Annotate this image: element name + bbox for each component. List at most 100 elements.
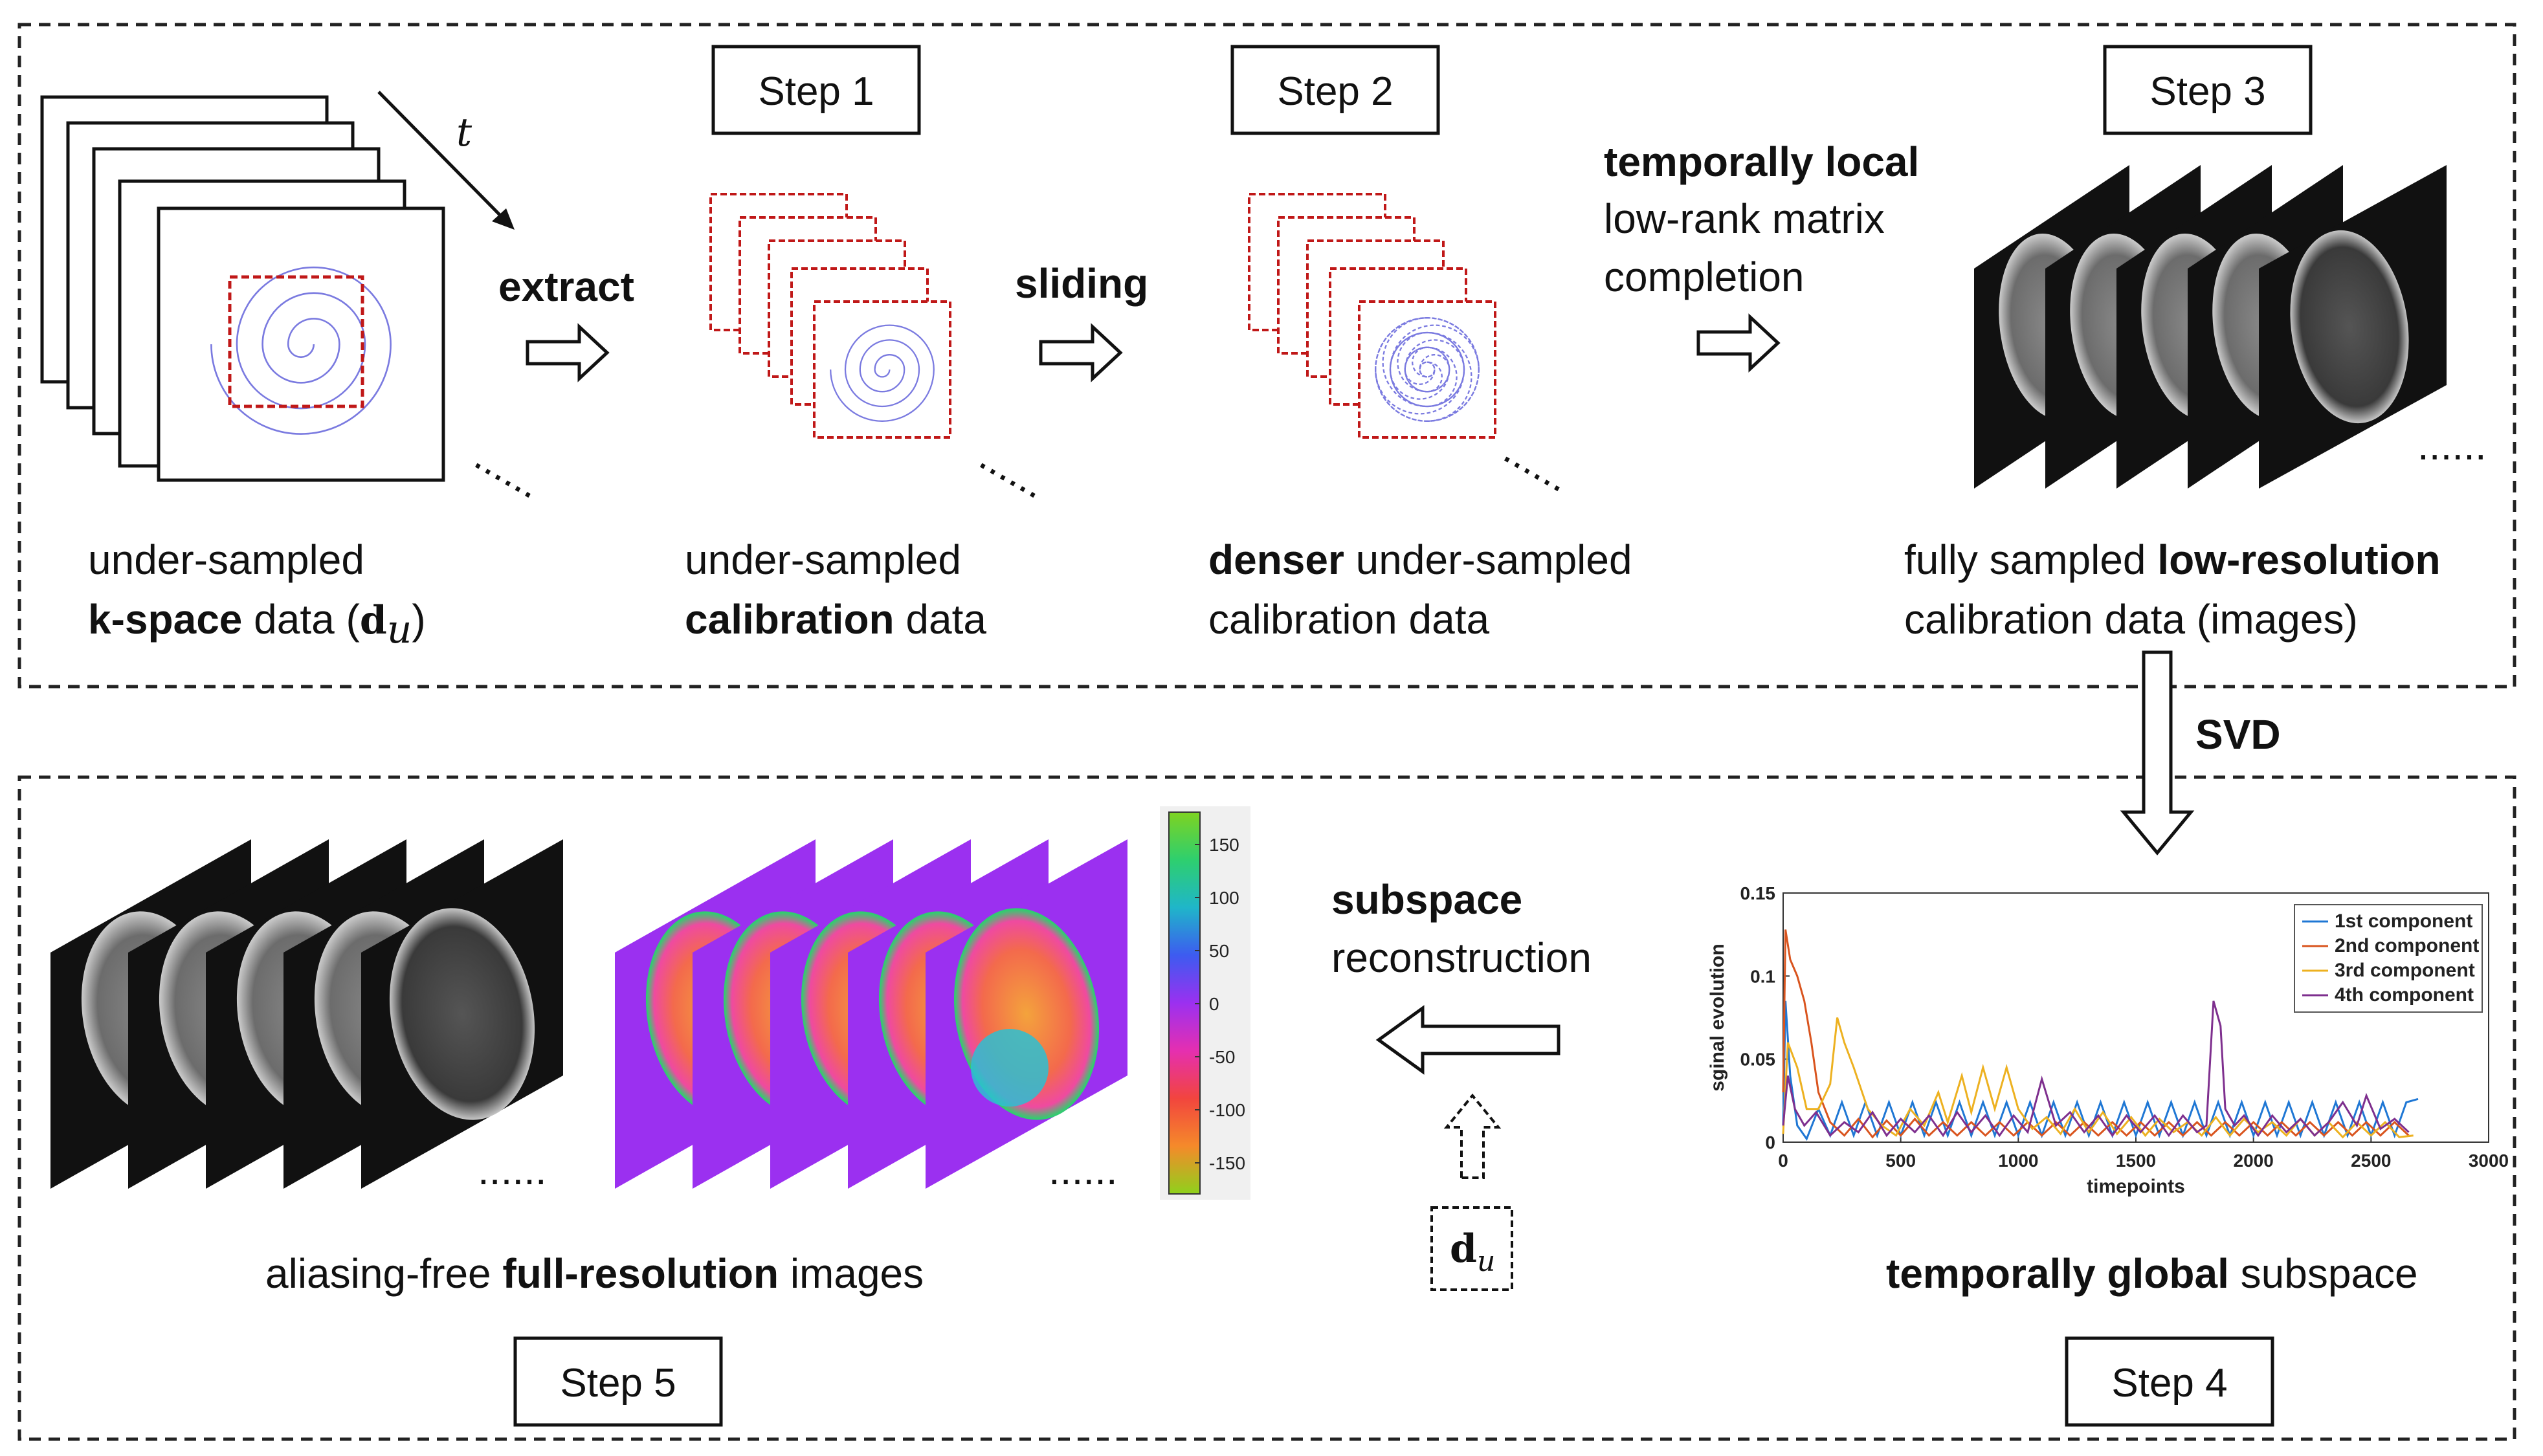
du-box [1430, 1206, 1513, 1291]
kspace-caption-close: ) [412, 596, 425, 643]
kspace-caption-line1: under-sampled [88, 536, 364, 583]
series-line [1782, 929, 2410, 1139]
x-tick-label: 0 [1778, 1151, 1788, 1171]
aliasing-free-post: images [779, 1250, 924, 1297]
calibration-caption-bold: calibration [685, 596, 894, 643]
subspace-line2: reconstruction [1331, 934, 1592, 981]
top-section-border [17, 23, 2516, 689]
ellipsis-calibration: ...... [972, 432, 1055, 507]
aliasing-free-bold: full-resolution [502, 1250, 779, 1297]
signal-chart: 0 500 1000 1500 2000 2500 3000 0 0.05 0.1 0.15 time… [1707, 883, 2509, 1197]
legend-entry: 1st component [2335, 910, 2472, 932]
calibration-caption: under-sampled calibration data [685, 536, 986, 643]
svd-arrow [2120, 650, 2195, 855]
calibration-caption-line1: under-sampled [685, 536, 961, 583]
colorbar-tick-label: 150 [1209, 835, 1239, 855]
tlr-line2: low-rank matrix [1604, 195, 1885, 242]
step4-box [2065, 1336, 2274, 1427]
kspace-caption-subscript: u [387, 607, 412, 652]
kspace-caption-bold: k-space [88, 596, 242, 643]
du-subscript: u [1477, 1245, 1495, 1278]
series-line [1782, 1000, 2419, 1142]
du-label: du [1450, 1226, 1495, 1278]
step1-label: Step 1 [758, 69, 874, 114]
step3-label: Step 3 [2149, 69, 2265, 114]
subspace-bold: subspace [1331, 876, 1522, 923]
ellipsis-magnitude: ...... [478, 1147, 547, 1193]
extract-arrow [526, 323, 610, 382]
subspace-text: subspace reconstruction [1331, 876, 1592, 981]
x-tick-label: 1000 [1998, 1151, 2038, 1171]
denser-caption-bold: denser [1208, 536, 1344, 583]
legend-entry: 2nd component [2335, 935, 2479, 956]
step5-label: Step 5 [560, 1361, 676, 1406]
x-tick-label: 3000 [2469, 1151, 2509, 1171]
y-axis-label: sginal evolution [1707, 943, 1728, 1091]
x-tick-label: 500 [1885, 1151, 1916, 1171]
x-axis-label: timepoints [2087, 1176, 2185, 1197]
sliding-arrow [1039, 323, 1123, 382]
kspace-caption-symbol: d [360, 598, 387, 643]
fullsampled-caption: fully sampled low-resolution calibration… [1904, 536, 2452, 643]
step1-box [711, 45, 921, 135]
tlr-arrow [1696, 313, 1781, 373]
denser-calibration-stack [1248, 193, 1496, 439]
legend-entry: 4th component [2335, 984, 2474, 1006]
time-arrow-head [492, 208, 515, 230]
aliasing-free-pre: aliasing-free [265, 1250, 502, 1297]
colorbar-tick-label: 0 [1209, 994, 1219, 1014]
step4-label: Step 4 [2111, 1361, 2227, 1406]
global-subspace-post: subspace [2229, 1250, 2418, 1297]
ellipsis-denser: ...... [1496, 426, 1579, 501]
time-label: t [456, 110, 472, 155]
tlr-text: temporally local low-rank matrix complet… [1604, 138, 1931, 300]
reconstruction-arrow [1375, 1005, 1560, 1075]
bottom-section-border [17, 775, 2516, 1441]
step2-box [1230, 45, 1440, 135]
denser-caption-rest: under-sampled [1344, 536, 1632, 583]
du-symbol: d [1450, 1226, 1477, 1272]
kspace-caption: under-sampled k-space data (du) [88, 536, 426, 652]
y-tick-label: 0 [1765, 1132, 1775, 1153]
sliding-label: sliding [1015, 260, 1148, 307]
fullsampled-caption-pre: fully sampled [1904, 536, 2157, 583]
fullres-phase-stack [615, 839, 1127, 1189]
colorbar-tick-label: 50 [1209, 941, 1229, 961]
tlr-line3: completion [1604, 254, 1805, 300]
ellipsis-phase: ...... [1049, 1147, 1118, 1193]
colorbar-tick-label: -50 [1209, 1047, 1235, 1067]
x-tick-label: 1500 [2116, 1151, 2156, 1171]
legend-entry: 3rd component [2335, 960, 2475, 981]
calibration-frame-stack [709, 193, 951, 439]
chart-legend [2294, 904, 2483, 1013]
step5-box [513, 1336, 723, 1427]
tlr-bold: temporally local [1604, 138, 1919, 185]
aliasing-free-caption: aliasing-free full-resolution images [265, 1250, 924, 1297]
svd-label: SVD [2195, 711, 2281, 758]
x-tick-label: 2500 [2351, 1151, 2391, 1171]
y-tick-label: 0.1 [1750, 966, 1775, 986]
time-arrow [377, 91, 506, 221]
colorbar-tick-label: 100 [1209, 888, 1239, 908]
global-subspace-caption: temporally global subspace [1886, 1250, 2418, 1297]
y-tick-label: 0.15 [1740, 883, 1776, 903]
series-line [1782, 1000, 2410, 1138]
denser-caption-line2: calibration data [1208, 596, 1489, 643]
colorbar-tick-label: -150 [1209, 1153, 1245, 1173]
du-input-arrow [1443, 1093, 1502, 1179]
fullres-magnitude-stack [50, 839, 563, 1189]
calibration-caption-rest: data [894, 596, 987, 643]
global-subspace-bold: temporally global [1886, 1250, 2229, 1297]
fullsampled-caption-bold: low-resolution [2157, 536, 2440, 583]
kspace-caption-rest: data ( [242, 596, 359, 643]
ellipsis-lowres: ...... [2417, 422, 2487, 469]
lowres-image-stack [1974, 165, 2447, 489]
kspace-frame-stack [40, 95, 445, 482]
colorbar: 150 100 50 0 -50 -100 -150 [1160, 806, 1250, 1200]
y-tick-label: 0.05 [1740, 1050, 1776, 1070]
extract-label: extract [498, 263, 634, 310]
x-tick-label: 2000 [2234, 1151, 2274, 1171]
step2-label: Step 2 [1277, 69, 1393, 114]
colorbar-tick-label: -100 [1209, 1100, 1245, 1120]
